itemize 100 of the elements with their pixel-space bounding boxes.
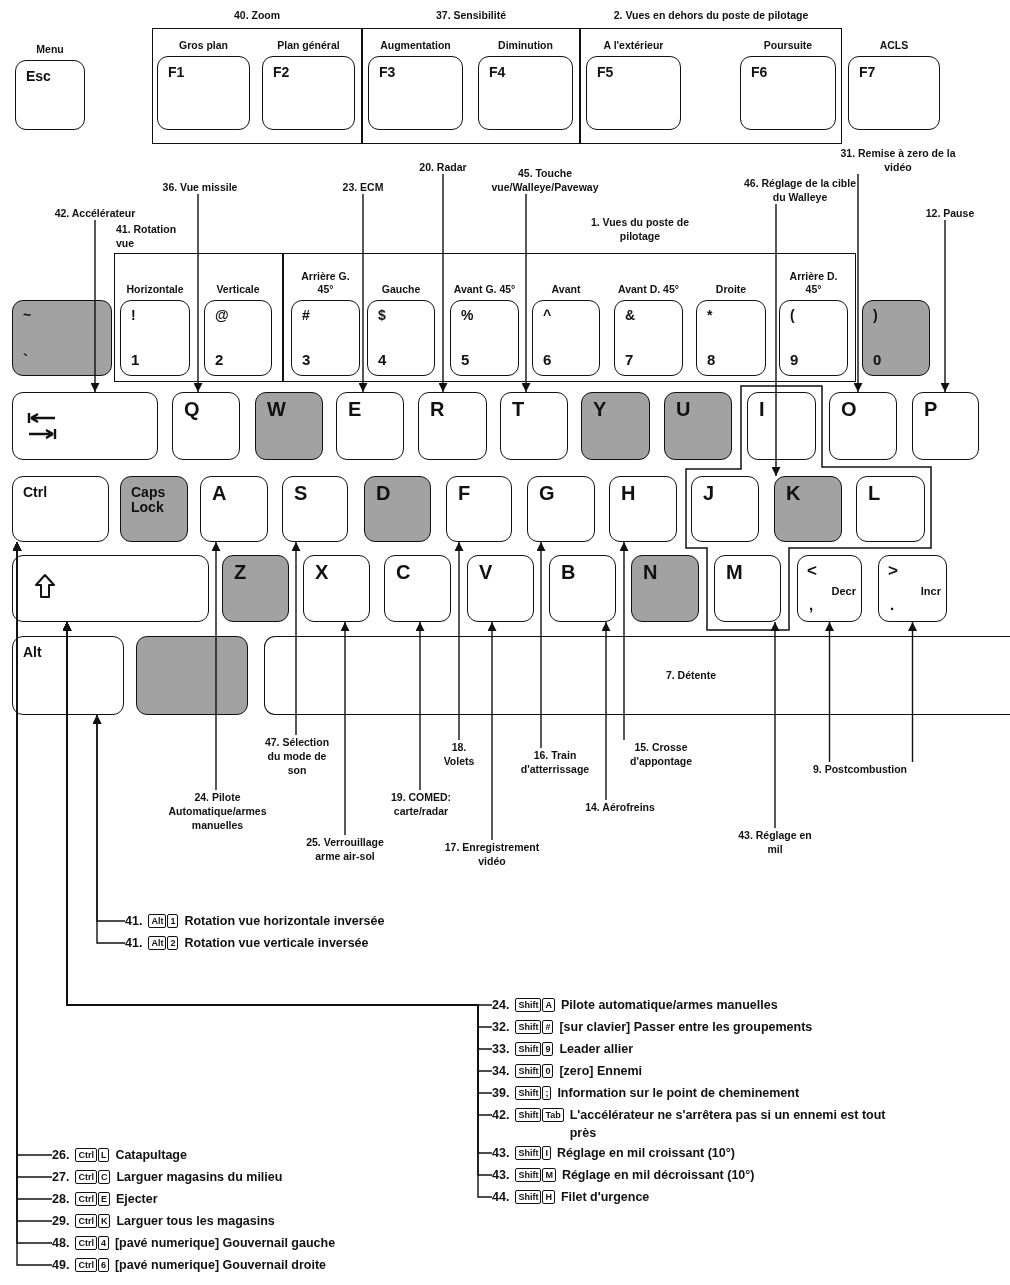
key-label: ^	[543, 308, 552, 323]
key-label: 3	[302, 352, 311, 368]
callout-label: 16. Train d'atterrissage	[510, 748, 600, 776]
key-caption: A l'extérieur	[603, 39, 664, 52]
shortcut-description: [pavé numerique] Gouvernail droite	[114, 1257, 328, 1274]
keyboard-key	[446, 476, 512, 542]
keyboard-key	[609, 476, 677, 542]
group-heading: 40. Zoom	[233, 8, 281, 22]
leader-line	[770, 621, 780, 829]
keyboard-key	[12, 555, 209, 622]
key-label: T	[512, 399, 525, 420]
keycap: I	[542, 1146, 551, 1160]
keycap: A	[542, 998, 555, 1012]
callout-number: 34.	[492, 1063, 510, 1080]
key-label: Z	[234, 562, 247, 583]
key-caption: Gauche	[381, 283, 421, 296]
space-bar	[264, 636, 1010, 715]
keyboard-key	[581, 392, 650, 460]
shortcut-description: [sur clavier] Passer entre les groupements	[559, 1019, 814, 1036]
key-label: Decr	[831, 586, 856, 598]
keyboard-key	[136, 636, 248, 715]
keycap: Tab	[542, 1108, 564, 1122]
callout-label: 24. Pilote Automatique/armes manuelles	[165, 790, 270, 832]
keyboard-key	[172, 392, 240, 460]
key-label: V	[479, 562, 493, 583]
keyboard-key	[691, 476, 759, 542]
leader-line	[601, 621, 611, 801]
key-label: F3	[379, 65, 396, 80]
keyboard-key	[696, 300, 766, 376]
keyboard-key	[368, 56, 463, 130]
callout-label: 19. COMED: carte/radar	[385, 790, 457, 818]
shortcut-description: Information sur le point de cheminement	[557, 1085, 801, 1102]
callout-number: 43.	[492, 1145, 510, 1162]
key-label: U	[676, 399, 691, 420]
key-label: L	[868, 483, 881, 504]
callout-number: 41.	[125, 935, 143, 952]
key-label: <	[807, 562, 817, 580]
key-label: 1	[131, 352, 140, 368]
key-label: R	[430, 399, 445, 420]
key-caption: ACLS	[879, 39, 909, 52]
key-label: O	[841, 399, 857, 420]
key-label: Ctrl	[23, 485, 48, 500]
leader-line	[487, 621, 497, 841]
key-label: K	[786, 483, 801, 504]
keyboard-key	[12, 300, 112, 376]
callout-label: 46. Réglage de la cible du Walleye	[740, 176, 860, 204]
keyboard-key	[15, 60, 85, 130]
callout-number: 26.	[52, 1147, 70, 1164]
key-label: 9	[790, 352, 799, 368]
callout-label: 23. ECM	[325, 180, 401, 194]
key-label: M	[726, 562, 743, 583]
keycap: Shift	[515, 1168, 542, 1182]
leader-line	[619, 541, 629, 741]
key-label: Y	[593, 399, 607, 420]
key-label: H	[621, 483, 636, 504]
keycap: C	[97, 1170, 111, 1184]
callout-number: 44.	[492, 1189, 510, 1206]
keycap: Ctrl	[75, 1214, 97, 1228]
key-label: F5	[597, 65, 614, 80]
key-label: F4	[489, 65, 506, 80]
key-caption: Diminution	[498, 39, 553, 52]
group-heading: 1. Vues du poste de pilotage	[589, 215, 691, 243]
keyboard-key	[303, 555, 370, 622]
group-heading: 2. Vues en dehors du poste de pilotage	[613, 8, 809, 22]
keycap: Ctrl	[75, 1236, 97, 1250]
keycap: Shift	[515, 1108, 542, 1122]
keyboard-key	[12, 476, 109, 542]
key-label: W	[267, 399, 286, 420]
leader-line	[211, 541, 221, 791]
keycap: Ctrl	[75, 1148, 97, 1162]
key-label: A	[212, 483, 227, 504]
keyboard-key	[532, 300, 600, 376]
keyboard-key	[282, 476, 348, 542]
keyboard-key	[549, 555, 616, 622]
keycap: 1	[167, 914, 179, 928]
group-heading: 37. Sensibilité	[436, 8, 506, 22]
key-label: 5	[461, 352, 470, 368]
key-group-frame	[114, 222, 283, 382]
keyboard-key	[12, 392, 158, 460]
keycap: 4	[97, 1236, 109, 1250]
key-label: .	[890, 597, 895, 613]
keycap: Ctrl	[75, 1192, 97, 1206]
keycap: M	[542, 1168, 556, 1182]
keyboard-key	[467, 555, 534, 622]
leader-line	[291, 541, 301, 736]
keycap: Shift	[515, 1042, 542, 1056]
keyboard-key	[527, 476, 595, 542]
callout-label: 43. Réglage en mil	[730, 828, 820, 856]
key-label: S	[294, 483, 308, 504]
key-label: *	[707, 308, 713, 323]
key-caption: Verticale	[216, 283, 260, 296]
key-caption: Arrière D. 45°	[788, 270, 839, 296]
keycap: E	[97, 1192, 110, 1206]
keyboard-key	[774, 476, 842, 542]
key-group-frame	[283, 215, 856, 382]
leader-line	[940, 219, 950, 393]
key-caption: Avant D. 45°	[618, 283, 679, 296]
keyboard-key	[614, 300, 683, 376]
key-label: 6	[543, 352, 552, 368]
shortcut-description: Réglage en mil croissant (10°)	[556, 1145, 736, 1162]
